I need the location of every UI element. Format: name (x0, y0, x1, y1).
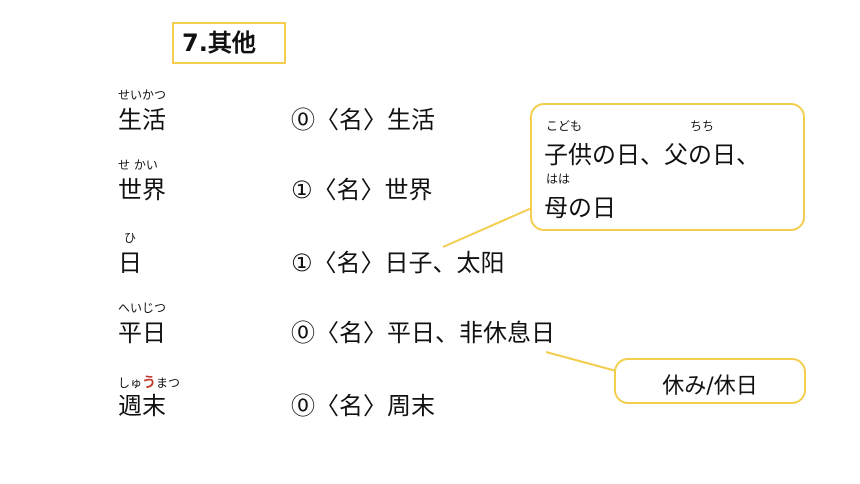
ruby-reading: しゅうまつ (118, 372, 180, 392)
vocab-word: 平日 (118, 319, 166, 347)
vocab-word: 世界 (118, 176, 166, 204)
vocab-row-hi: ひ 日 ①〈名〉日子、太阳 (0, 229, 860, 289)
ruby-reading: へいじつ (118, 301, 167, 315)
callout-ruby: はは (546, 172, 571, 186)
vocab-word: 週末 (118, 392, 166, 420)
callout-text: 休み/休日 (662, 374, 758, 399)
vocab-row-shuumatsu: しゅうまつ 週末 ⓪〈名〉周末 (0, 372, 860, 432)
vocab-definition: ⓪〈名〉平日、非休息日 (291, 319, 555, 347)
vocab-definition: ⓪〈名〉周末 (291, 392, 435, 420)
section-title: 7.其他 (172, 22, 286, 64)
ruby-reading: ひ (124, 231, 137, 245)
callout-line: 母の日 (544, 194, 616, 222)
vocab-row-seikatsu: せいかつ 生活 ⓪〈名〉生活 (0, 86, 860, 146)
vocab-definition: ①〈名〉世界 (291, 176, 433, 204)
callout-line: 子供の日、父の日、 (544, 141, 760, 169)
vocab-word: 生活 (118, 106, 166, 134)
callout1-connector (442, 206, 535, 248)
ruby-reading: せ かい (118, 158, 158, 172)
ruby-highlight: う (142, 375, 157, 391)
vocab-word: 日 (118, 249, 142, 277)
callout-rest-day: 休み/休日 (614, 358, 806, 404)
callout-ruby: こども (546, 119, 583, 133)
vocab-definition: ①〈名〉日子、太阳 (291, 249, 505, 277)
callout2-connector (545, 351, 621, 373)
ruby-part: まつ (156, 376, 181, 390)
ruby-part: しゅ (118, 376, 143, 390)
vocab-row-sekai: せ かい 世界 ①〈名〉世界 (0, 156, 860, 216)
callout-ruby: ちち (690, 119, 715, 133)
vocab-definition: ⓪〈名〉生活 (291, 106, 435, 134)
vocab-row-heijitsu: へいじつ 平日 ⓪〈名〉平日、非休息日 (0, 299, 860, 359)
ruby-reading: せいかつ (118, 88, 167, 102)
callout-holidays: こども ちち 子供の日、父の日、 はは 母の日 (530, 103, 805, 231)
